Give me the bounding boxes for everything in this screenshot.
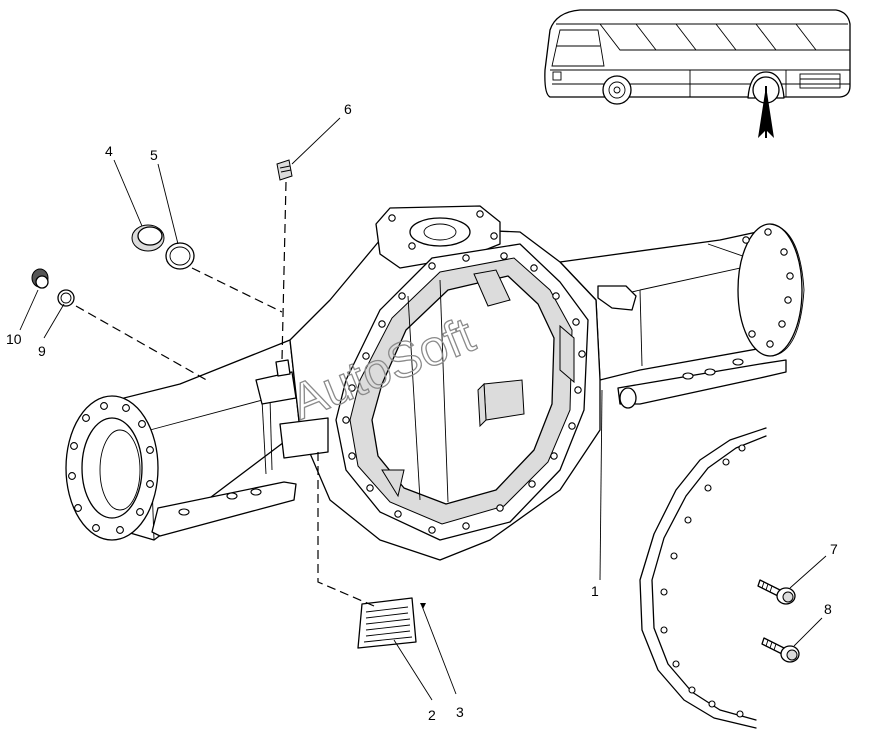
bus-locator-illustration	[544, 9, 851, 138]
callout-label-5: 5	[150, 147, 158, 163]
rivet-part	[420, 603, 426, 609]
seal-ring-part	[165, 242, 195, 270]
cover-cap-part	[131, 224, 165, 252]
washer-part	[57, 289, 75, 307]
callout-label-8: 8	[824, 601, 832, 617]
callout-leaders	[19, 117, 827, 701]
breather-plug-part	[276, 159, 293, 181]
axle-housing	[65, 205, 805, 561]
callout-label-3: 3	[456, 704, 464, 720]
callout-label-10: 10	[6, 331, 22, 347]
assembly-lines	[75, 181, 375, 607]
callout-label-2: 2	[428, 707, 436, 723]
bolt-part-7	[757, 579, 796, 605]
callout-label-9: 9	[38, 343, 46, 359]
callout-label-7: 7	[830, 541, 838, 557]
callout-label-4: 4	[105, 143, 113, 159]
callout-label-1: 1	[591, 583, 599, 599]
callout-label-6: 6	[344, 101, 352, 117]
drain-plug-part	[31, 268, 49, 289]
bolt-part-8	[761, 637, 800, 663]
type-plate-part	[357, 597, 417, 649]
cover-gasket-part	[639, 427, 767, 729]
